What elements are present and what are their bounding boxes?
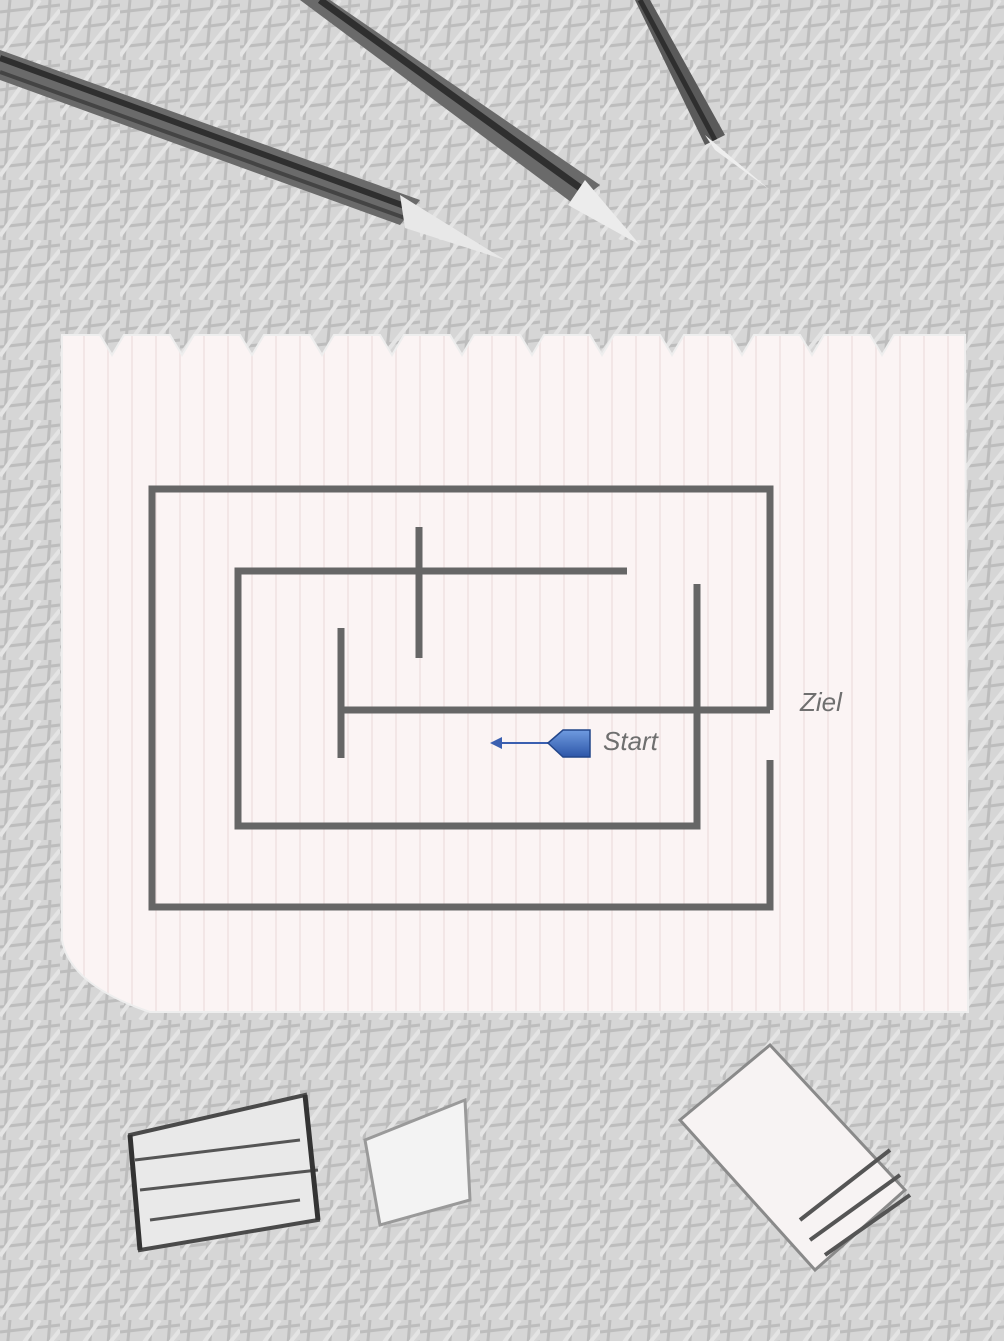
start-label: Start xyxy=(603,728,658,754)
goal-label: Ziel xyxy=(800,689,842,715)
